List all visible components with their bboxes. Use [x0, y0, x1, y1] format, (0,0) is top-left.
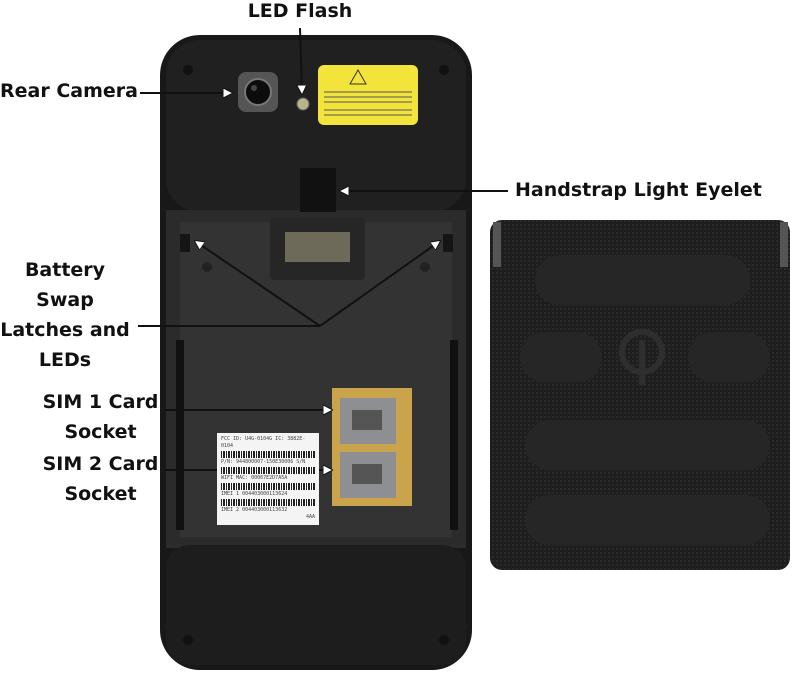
led-flash: [296, 97, 310, 111]
barcode: [221, 451, 315, 458]
phone-back: [160, 35, 472, 670]
laser-warning-label: [318, 65, 418, 125]
sticker-wifi-mac: WIFI MAC: 00067E2D7A5A: [221, 475, 288, 481]
rear-camera: [238, 72, 278, 112]
barcode: [221, 499, 315, 506]
sticker-imei2: IMEI 2 004403000113632: [221, 507, 288, 513]
handstrap-eyelet: [300, 168, 336, 212]
battery-door: [490, 220, 790, 570]
barcode: [221, 483, 315, 490]
label-line: Latches and: [0, 319, 130, 341]
label-led-flash: LED Flash: [247, 0, 353, 22]
latch-right-pointer: [319, 241, 440, 327]
sticker-imei1: IMEI 1 004403000113624: [221, 491, 288, 497]
label-rear-camera: Rear Camera: [0, 80, 138, 102]
sticker-fcc-id: FCC ID: U4G-0104G IC: 3882E-0104: [221, 436, 306, 449]
label-sim2: SIM 2 Card Socket: [38, 449, 163, 509]
sticker-part-number: P/N: 944800007-150E30006 S/N: [221, 459, 306, 465]
led-flash-pointer: [300, 27, 302, 94]
label-battery-latches: Battery Swap Latches and LEDs: [0, 255, 130, 375]
label-line: Socket: [64, 483, 137, 505]
label-line: Swap: [36, 289, 94, 311]
bottom-cap: [166, 545, 466, 665]
label-line: LEDs: [38, 349, 92, 371]
sim-board: [332, 388, 412, 506]
label-line: Socket: [64, 421, 137, 443]
barcode: [221, 467, 315, 474]
label-line: SIM 1 Card: [42, 391, 159, 413]
device-id-sticker: FCC ID: U4G-0104G IC: 3882E-0104 P/N: 94…: [217, 433, 319, 525]
label-sim1: SIM 1 Card Socket: [38, 387, 163, 447]
latch-left-pointer: [195, 241, 321, 327]
label-line: SIM 2 Card: [42, 453, 159, 475]
sticker-rev: 4AA: [305, 514, 315, 520]
latch-right: [443, 234, 453, 252]
label-handstrap-eyelet: Handstrap Light Eyelet: [515, 179, 762, 201]
label-line: Battery: [24, 259, 106, 281]
latch-left: [180, 234, 190, 252]
